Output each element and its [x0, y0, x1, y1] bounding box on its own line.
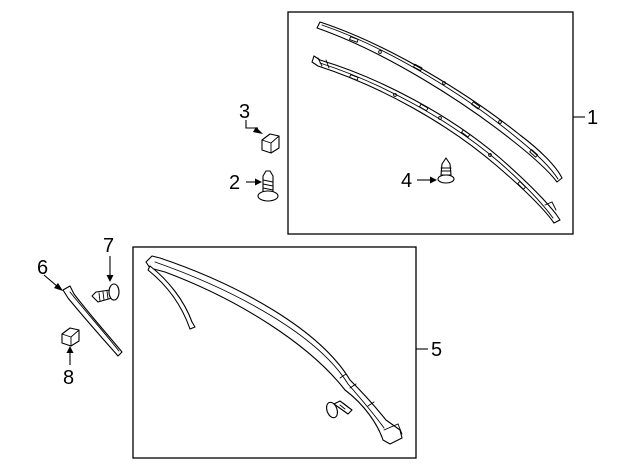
- lower-assembly-frame: [132, 246, 417, 459]
- callout-6: 6: [37, 257, 48, 279]
- callout-4: 4: [401, 170, 412, 192]
- callout-labels: 1 2 3 4 5 6 7 8: [37, 101, 598, 389]
- trim-strip-6: [62, 285, 123, 357]
- roof-molding-lower: [311, 55, 561, 224]
- windshield-pillar-molding: [145, 255, 403, 445]
- screw-7: [91, 283, 120, 303]
- callout-2: 2: [229, 172, 240, 194]
- callout-3: 3: [239, 101, 250, 123]
- callout-7: 7: [103, 235, 114, 257]
- screw-lower-box: [326, 400, 353, 419]
- push-pin-fastener: [437, 157, 455, 184]
- retainer-clip-8: [61, 327, 80, 347]
- leader-3: [245, 120, 258, 129]
- roof-molding-upper: [316, 21, 563, 183]
- callout-1: 1: [587, 107, 598, 129]
- lower-assembly-group: [132, 246, 417, 459]
- upper-assembly-frame: [287, 11, 574, 235]
- callout-8: 8: [63, 367, 74, 389]
- upper-assembly-group: [287, 11, 574, 235]
- leader-6: [43, 274, 59, 288]
- leader-lines: [43, 116, 585, 365]
- callout-5: 5: [431, 339, 442, 361]
- screw-2: [257, 170, 279, 202]
- retainer-clip-3: [261, 133, 280, 154]
